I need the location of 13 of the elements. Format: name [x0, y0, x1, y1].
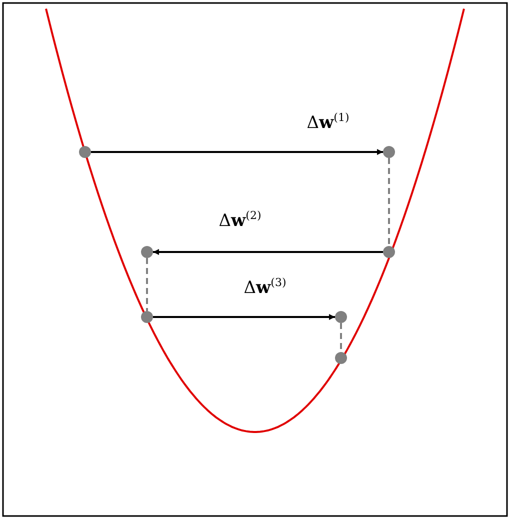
dashed-line [388, 158, 390, 246]
arrow [153, 314, 335, 320]
dashed-line [146, 258, 148, 311]
point-marker [141, 311, 153, 323]
point-marker [79, 146, 91, 158]
point-marker [383, 246, 395, 258]
point-marker [383, 146, 395, 158]
dashed-line [340, 323, 342, 352]
point-marker [335, 352, 347, 364]
arrow [91, 149, 383, 155]
arrow [153, 249, 383, 255]
point-marker [141, 246, 153, 258]
point-marker [335, 311, 347, 323]
